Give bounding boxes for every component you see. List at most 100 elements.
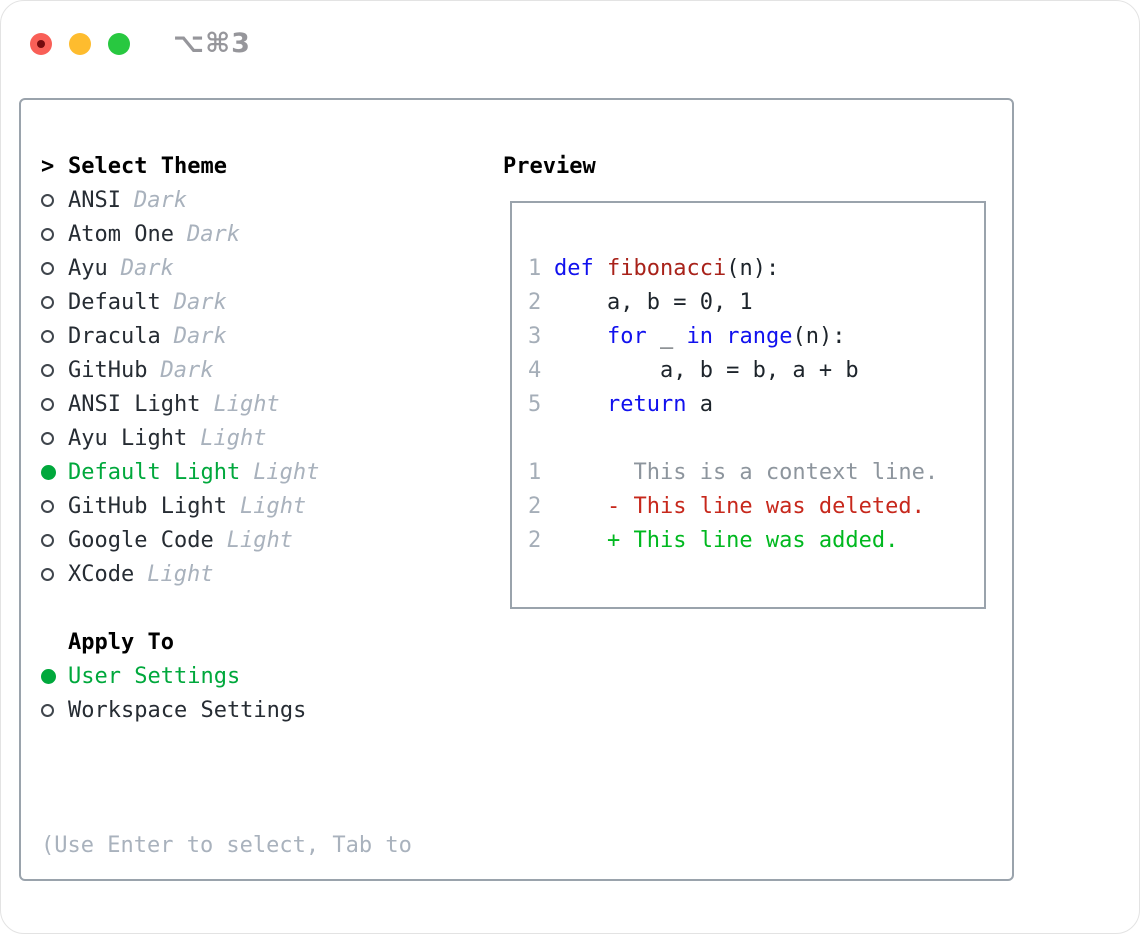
theme-picker-panel: > Select Theme ANSI Dark Atom One Dark A… xyxy=(19,98,1014,881)
theme-name: Ayu xyxy=(68,255,108,281)
code-segment: (n): xyxy=(792,323,846,349)
line-number: 2 xyxy=(528,289,542,315)
apply-to-option-workspace-settings[interactable]: Workspace Settings xyxy=(41,693,412,727)
zoom-button[interactable] xyxy=(108,32,130,55)
theme-option-atom-one-dark[interactable]: Atom One Dark xyxy=(41,217,412,251)
theme-variant-tag: Light xyxy=(239,493,307,519)
theme-name: ANSI Light xyxy=(68,391,201,417)
line-number: 5 xyxy=(528,391,542,417)
theme-variant-tag: Light xyxy=(253,459,320,485)
theme-variant-tag: Dark xyxy=(133,187,187,213)
radio-icon xyxy=(41,533,54,547)
theme-option-xcode-light[interactable]: XCode Light xyxy=(41,557,412,591)
spacer xyxy=(41,727,412,761)
select-theme-heading-label: Select Theme xyxy=(68,153,227,179)
preview-pane: 1 def fibonacci(n): 2 a, b = 0, 1 3 for … xyxy=(510,201,986,609)
radio-icon xyxy=(41,397,54,411)
theme-name: GitHub xyxy=(68,357,148,383)
theme-variant-tag: Dark xyxy=(186,221,240,247)
theme-name: Default Light xyxy=(68,459,241,485)
radio-selected-icon xyxy=(41,668,56,684)
theme-variant-tag: Light xyxy=(213,391,280,417)
code-segment: a, b = b, a + b xyxy=(554,357,859,383)
code-segment: for xyxy=(606,323,647,349)
radio-icon xyxy=(41,227,54,241)
title-bar: ⌥⌘3 xyxy=(30,28,251,59)
theme-variant-tag: Dark xyxy=(160,357,214,383)
diff-context-text: This is a context line. xyxy=(554,459,939,485)
theme-name: Default xyxy=(68,289,161,315)
help-text: (Use Enter to select, Tab to change focu… xyxy=(41,761,412,933)
theme-variant-tag: Light xyxy=(200,425,267,451)
line-number: 1 xyxy=(528,459,542,485)
spacer xyxy=(41,591,412,625)
apply-to-option-user-settings[interactable]: User Settings xyxy=(41,659,412,693)
code-segment: _ xyxy=(646,323,687,349)
code-segment: a, b = 0, 1 xyxy=(554,289,753,315)
theme-option-default-light[interactable]: Default Light Light xyxy=(41,455,412,489)
line-number: 4 xyxy=(528,357,542,383)
code-segment xyxy=(554,392,607,417)
apply-to-heading: Apply To xyxy=(41,625,412,659)
theme-name: XCode xyxy=(68,561,135,587)
theme-name: GitHub Light xyxy=(68,493,227,519)
theme-variant-tag: Light xyxy=(226,527,293,553)
code-line: 5 return a xyxy=(528,387,984,421)
select-theme-heading: > Select Theme xyxy=(41,149,412,183)
radio-icon xyxy=(41,329,54,343)
apply-to-option-label: Workspace Settings xyxy=(68,697,307,723)
theme-option-github-light[interactable]: GitHub Light Light xyxy=(41,489,412,523)
theme-option-ansi-dark[interactable]: ANSI Dark xyxy=(41,183,412,217)
preview-heading: Preview xyxy=(503,153,596,179)
theme-variant-tag: Light xyxy=(147,561,214,587)
apply-to-heading-label: Apply To xyxy=(68,629,174,655)
radio-selected-icon xyxy=(41,464,56,480)
code-segment: (n): xyxy=(726,255,780,281)
diff-deleted-text: - This line was deleted. xyxy=(554,493,925,519)
line-number: 1 xyxy=(528,255,542,281)
theme-variant-tag: Dark xyxy=(120,255,174,281)
diff-added-line: 2 + This line was added. xyxy=(528,523,984,557)
close-button[interactable] xyxy=(30,32,52,55)
code-segment: a xyxy=(686,391,713,417)
blank-line xyxy=(528,421,984,455)
theme-option-ayu-dark[interactable]: Ayu Dark xyxy=(41,251,412,285)
theme-option-default-dark[interactable]: Default Dark xyxy=(41,285,412,319)
theme-option-ansi-light[interactable]: ANSI Light Light xyxy=(41,387,412,421)
theme-option-ayu-light[interactable]: Ayu Light Light xyxy=(41,421,412,455)
diff-deleted-line: 2 - This line was deleted. xyxy=(528,489,984,523)
theme-option-google-code-light[interactable]: Google Code Light xyxy=(41,523,412,557)
radio-icon xyxy=(41,261,54,275)
code-line: 3 for _ in range(n): xyxy=(528,319,984,353)
theme-name: Atom One xyxy=(68,221,174,247)
theme-list: > Select Theme ANSI Dark Atom One Dark A… xyxy=(41,100,412,933)
theme-name: Dracula xyxy=(68,323,161,349)
radio-icon xyxy=(41,295,54,309)
radio-icon xyxy=(41,567,54,581)
apply-to-option-label: User Settings xyxy=(68,663,241,689)
radio-icon xyxy=(41,363,54,377)
theme-variant-tag: Dark xyxy=(173,289,227,315)
code-segment: in xyxy=(686,323,713,349)
help-text-line: (Use Enter to select, Tab to xyxy=(41,833,412,858)
code-segment xyxy=(594,256,607,281)
radio-icon xyxy=(41,703,54,717)
radio-icon xyxy=(41,193,54,207)
theme-name: ANSI xyxy=(68,187,121,213)
code-segment xyxy=(554,324,607,349)
minimize-button[interactable] xyxy=(69,32,91,55)
window-shortcut-label: ⌥⌘3 xyxy=(173,28,251,59)
theme-option-dracula-dark[interactable]: Dracula Dark xyxy=(41,319,412,353)
theme-variant-tag: Dark xyxy=(173,323,227,349)
code-line: 2 a, b = 0, 1 xyxy=(528,285,984,319)
cursor-icon: > xyxy=(41,153,55,179)
theme-name: Ayu Light xyxy=(68,425,188,451)
code-line: 4 a, b = b, a + b xyxy=(528,353,984,387)
code-segment: return xyxy=(606,391,687,417)
code-segment: def xyxy=(554,255,594,281)
theme-name: Google Code xyxy=(68,527,214,553)
line-number: 3 xyxy=(528,323,542,349)
theme-option-github-dark[interactable]: GitHub Dark xyxy=(41,353,412,387)
code-segment: range xyxy=(726,323,793,349)
